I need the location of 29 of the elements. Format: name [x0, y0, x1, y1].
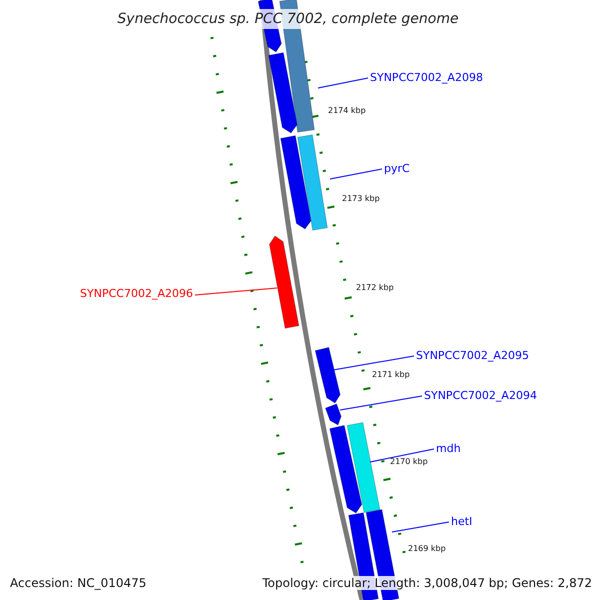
gene-label: hetI	[451, 516, 472, 527]
gene-label: SYNPCC7002_A2094	[424, 390, 537, 401]
scale-label: 2170 kbp	[390, 458, 428, 466]
scale-label: 2171 kbp	[372, 371, 410, 379]
gene-label: pyrC	[384, 163, 410, 174]
scale-label: 2173 kbp	[342, 195, 380, 203]
leader-line	[330, 168, 382, 180]
leader-line	[332, 356, 414, 370]
gene-label: SYNPCC7002_A2095	[416, 350, 529, 361]
gene-label: SYNPCC7002_A2096	[80, 288, 193, 299]
gene-block	[269, 236, 300, 329]
gene-block	[280, 135, 312, 230]
leader-line	[194, 288, 278, 296]
scale-label: 2169 kbp	[408, 545, 446, 553]
info-text: Accession: NC_010475	[10, 576, 146, 590]
leader-line	[370, 448, 434, 462]
leader-line	[340, 396, 422, 410]
leader-line	[318, 78, 368, 88]
gene-block	[346, 422, 380, 513]
gene-block	[329, 424, 362, 514]
scale-label: 2172 kbp	[356, 284, 394, 292]
scale-label: 2174 kbp	[328, 107, 366, 115]
gene-label: SYNPCC7002_A2098	[370, 72, 483, 83]
info-text: Topology: circular; Length: 3,008,047 bp; Genes: 2,872	[262, 576, 592, 590]
leader-line	[392, 522, 450, 532]
gene-block	[324, 403, 342, 426]
gene-block	[297, 134, 328, 231]
gene-label: mdh	[436, 443, 461, 454]
gene-block	[268, 52, 298, 134]
